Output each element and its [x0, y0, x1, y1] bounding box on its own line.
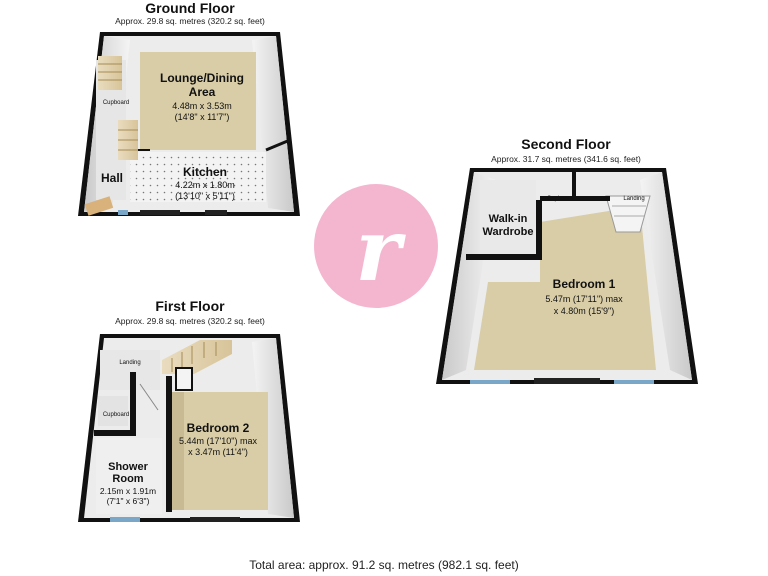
bedroom2-dimensions-2: x 3.47m (11'4"): [188, 447, 248, 457]
second-floor-title: Second Floor: [521, 136, 611, 152]
ground-floor-title: Ground Floor: [145, 0, 235, 16]
second-cupboard-label: Cupboard: [547, 196, 573, 202]
second-landing-label: Landing: [623, 196, 644, 202]
bedroom2-floor: [170, 392, 268, 510]
walk-in-wardrobe-floor: [480, 180, 536, 256]
kitchen-dimensions-1: 4.22m x 1.80m: [175, 180, 235, 190]
first-floor-area: Approx. 29.8 sq. metres (320.2 sq. feet): [115, 316, 265, 326]
first-floor-staircase: [162, 340, 232, 374]
first-landing-label: Landing: [119, 360, 140, 366]
kitchen-dimensions-2: (13'10" x 5'11"): [175, 191, 235, 201]
logo-letter: r: [355, 200, 406, 301]
bedroom1-dimensions-1: 5.47m (17'11") max: [545, 294, 623, 304]
first-floor-title: First Floor: [155, 298, 225, 314]
bedroom2-dimensions-1: 5.44m (17'10") max: [179, 436, 257, 446]
second-floor-area: Approx. 31.7 sq. metres (341.6 sq. feet): [491, 154, 641, 164]
shower-room-label-1: Shower: [108, 461, 148, 473]
kitchen-label: Kitchen: [183, 165, 227, 179]
shower-room-floor: [96, 438, 162, 514]
ground-floor-plan: Lounge/Dining Area 4.48m x 3.53m (14'8" …: [78, 32, 300, 216]
shower-room-dimensions-2: (7'1" x 6'3"): [107, 496, 150, 506]
first-floor-plan: Landing Cupboard Bedroom 2 5.44m (17'10"…: [78, 334, 300, 522]
bedroom1-dimensions-2: x 4.80m (15'9"): [554, 306, 614, 316]
second-floor-plan: Walk-in Wardrobe Cupboard Landing Bedroo…: [436, 168, 698, 384]
ground-floor-area: Approx. 29.8 sq. metres (320.2 sq. feet): [115, 16, 265, 26]
lounge-label-2: Area: [189, 85, 216, 99]
kitchen-floor: [130, 152, 266, 202]
walk-in-wardrobe-label-1: Walk-in: [489, 213, 528, 225]
ground-cupboard-label: Cupboard: [103, 100, 129, 106]
agency-logo: r: [314, 184, 438, 308]
total-area: Total area: approx. 91.2 sq. metres (982…: [249, 558, 519, 572]
bedroom1-label: Bedroom 1: [553, 277, 616, 291]
lounge-label-1: Lounge/Dining: [160, 71, 244, 85]
first-cupboard-label: Cupboard: [103, 412, 129, 418]
bedroom1-floor: [474, 206, 656, 370]
hall-label: Hall: [101, 171, 123, 185]
logo-circle: [314, 184, 438, 308]
bedroom2-label: Bedroom 2: [187, 421, 250, 435]
walk-in-wardrobe-label-2: Wardrobe: [483, 226, 534, 238]
shower-room-label-2: Room: [112, 473, 143, 485]
lounge-dimensions-2: (14'8" x 11'7"): [175, 112, 230, 122]
ground-staircase: [98, 56, 138, 160]
shower-room-dimensions-1: 2.15m x 1.91m: [100, 486, 156, 496]
lounge-dimensions-1: 4.48m x 3.53m: [172, 101, 232, 111]
lounge-floor: [140, 52, 256, 150]
